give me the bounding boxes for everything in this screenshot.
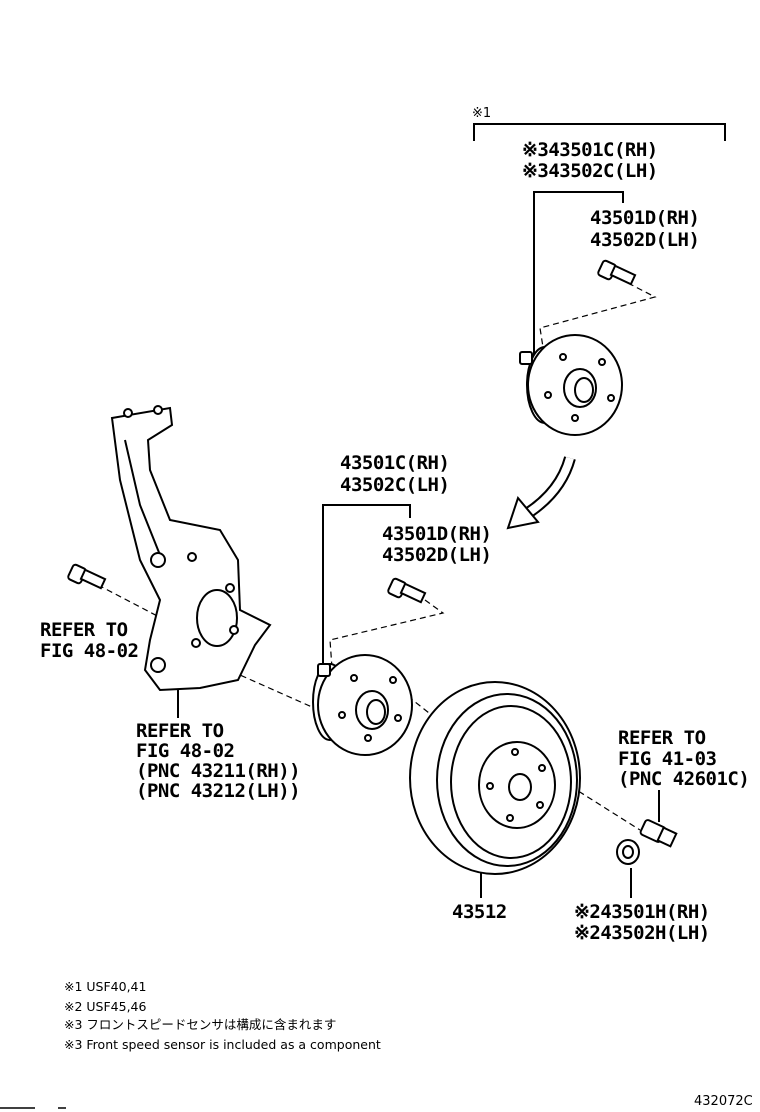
arrow-icon — [506, 456, 576, 530]
dash-disc-nut — [544, 769, 641, 831]
refer-bolt-line2: FIG 48-02 — [40, 640, 139, 662]
top-bolt-lh-label: 43502D(LH) — [590, 229, 700, 251]
steering-knuckle-icon — [110, 405, 272, 692]
wheel-nut-icon — [639, 819, 678, 848]
top-bolt-rh-label: 43501D(RH) — [590, 207, 700, 229]
refer-knuckle-line3: (PNC 43211(RH)) — [136, 760, 301, 782]
cap-rh-label: ※243501H(RH) — [574, 901, 710, 923]
note-2: ※2 USF45,46 — [64, 999, 147, 1014]
top-hub-bolt-icon — [597, 259, 637, 286]
refer-bolt-line1: REFER TO — [40, 619, 128, 641]
refer-knuckle-line4: (PNC 43212(LH)) — [136, 780, 301, 802]
mid-assy-lh-label: 43502C(LH) — [340, 474, 450, 496]
dash-hub-disc — [399, 689, 521, 786]
knuckle-bolt-icon — [67, 563, 107, 590]
disc-label: 43512 — [452, 901, 507, 923]
brake-disc-icon — [409, 681, 581, 875]
note-1: ※1 USF40,41 — [64, 979, 147, 994]
bracket-line — [473, 123, 726, 141]
top-assy-lh-label: ※343502C(LH) — [522, 160, 658, 182]
dash-mid-bolt — [329, 599, 445, 669]
mid-bolt-rh-label: 43501D(RH) — [382, 523, 492, 545]
note-3: ※3 フロントスピードセンサは構成に含まれます — [64, 1017, 337, 1032]
dash-top-bolt — [539, 282, 657, 361]
dash-knuckle-bolt — [97, 584, 166, 621]
refer-knuckle-line2: FIG 48-02 — [136, 740, 235, 762]
refer-nut-line2: FIG 41-03 — [618, 748, 717, 770]
note-4: ※3 Front speed sensor is included as a c… — [64, 1037, 381, 1052]
cap-lh-label: ※243502H(LH) — [574, 922, 710, 944]
hub-cap-icon — [616, 839, 640, 865]
refer-nut-line3: (PNC 42601C) — [618, 768, 750, 790]
mid-hub-assembly-icon — [312, 654, 413, 756]
top-assy-rh-label: ※343501C(RH) — [522, 139, 658, 161]
mid-bolt-lh-label: 43502D(LH) — [382, 544, 492, 566]
mid-hub-bolt-icon — [387, 577, 427, 604]
mid-assy-rh-label: 43501C(RH) — [340, 452, 450, 474]
leader-top-assy — [533, 191, 624, 355]
figure-code: 432072C — [694, 1094, 753, 1109]
refer-nut-line1: REFER TO — [618, 727, 706, 749]
refer-knuckle-line1: REFER TO — [136, 720, 224, 742]
ref1-mark: ※1 — [472, 106, 492, 121]
top-hub-assembly-icon — [519, 334, 623, 436]
leader-mid-assy — [322, 504, 411, 668]
